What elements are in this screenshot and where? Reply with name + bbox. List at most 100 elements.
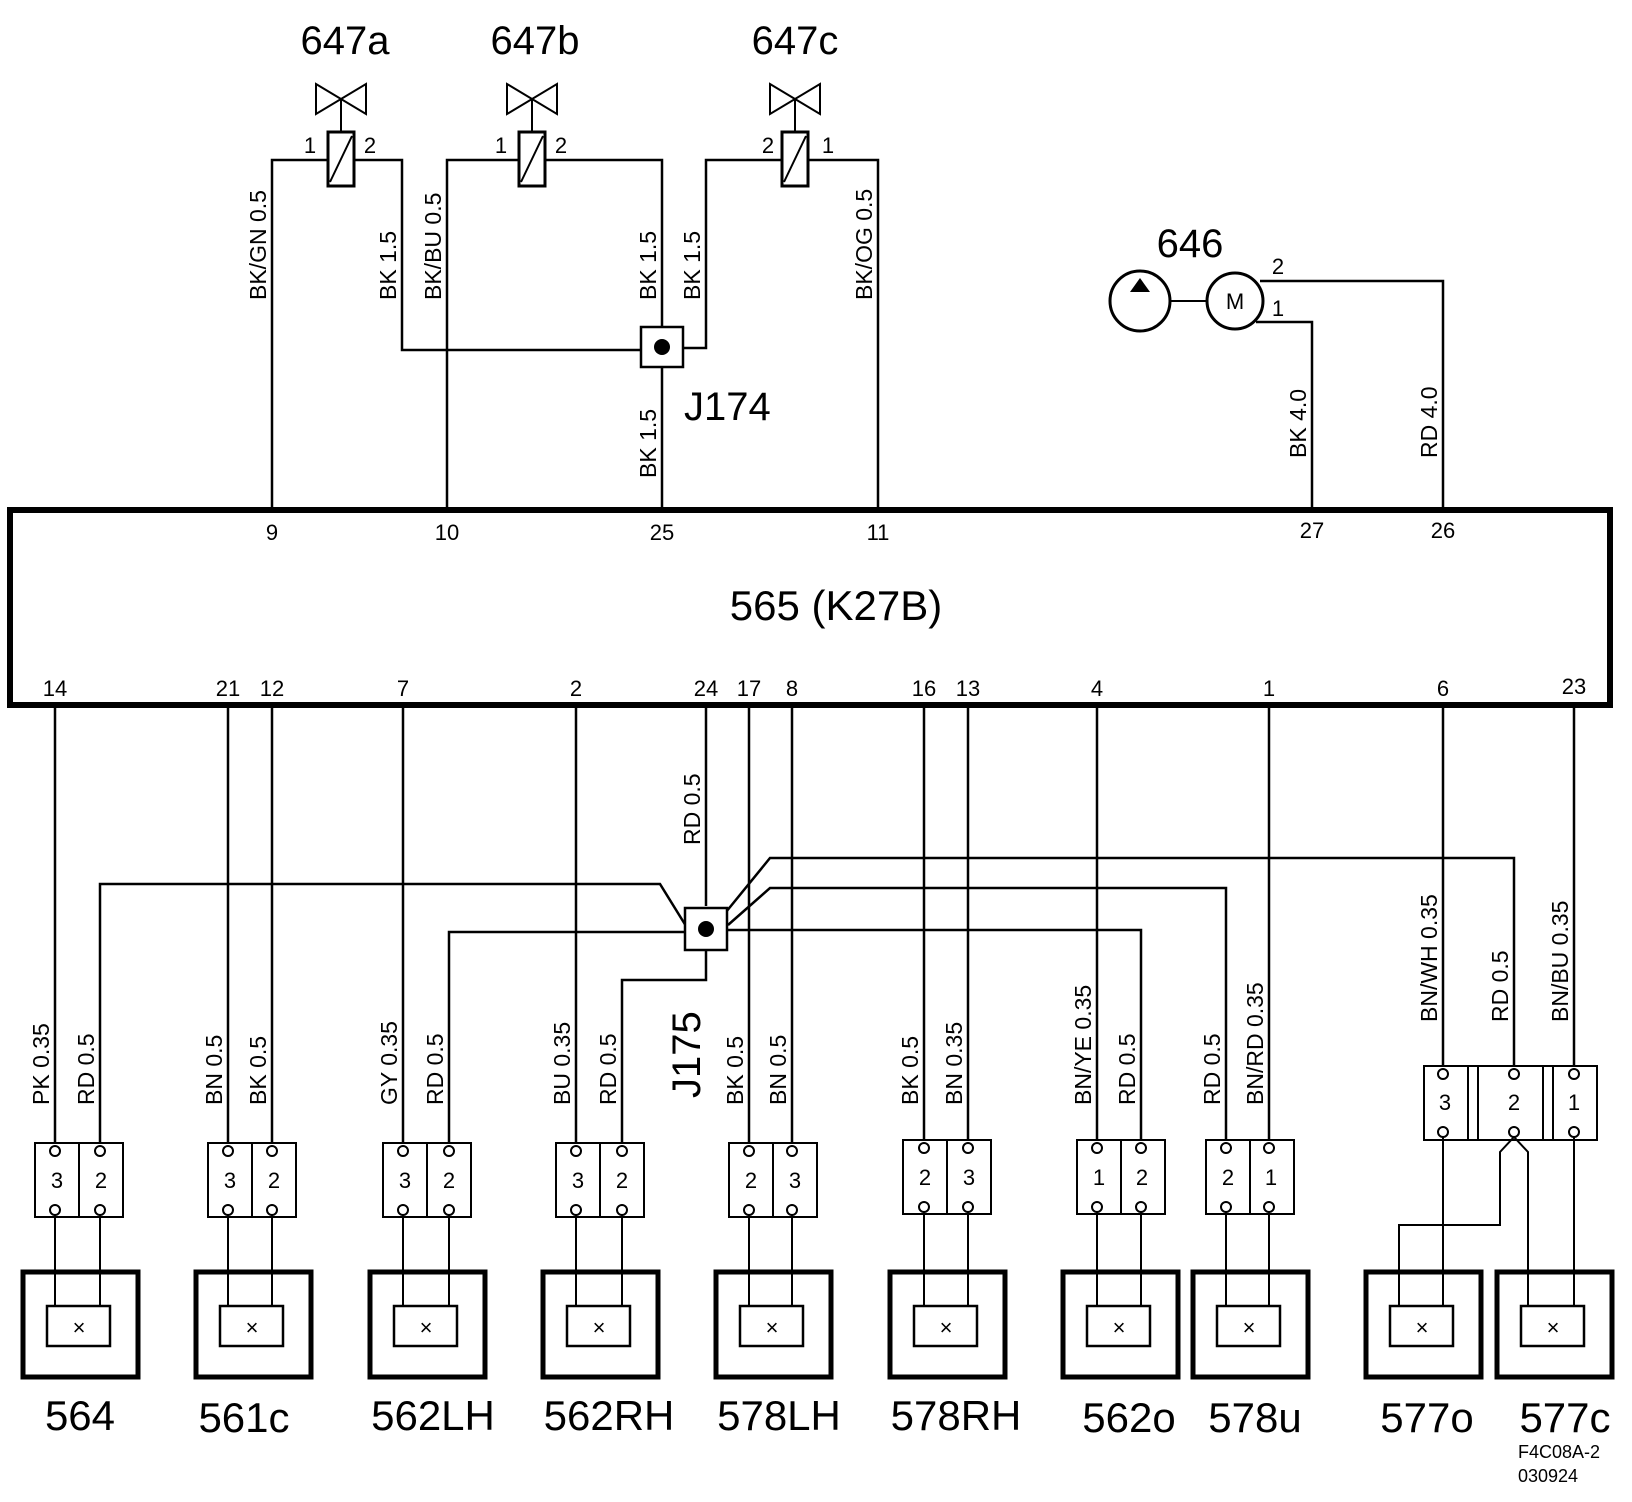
valve-symbol [506, 82, 558, 116]
connector-pin: 3 [1439, 1090, 1451, 1115]
sensor-wiring [54, 1136, 1575, 1312]
wire-label: BU 0.35 [549, 1022, 575, 1105]
motor-pin-1: 1 [1272, 296, 1284, 321]
ecu-pin: 13 [956, 676, 980, 701]
valve-symbol [769, 82, 821, 116]
ecu-pin: 1 [1263, 676, 1275, 701]
wire-label: BN/YE 0.35 [1070, 985, 1096, 1105]
valve-pin-2: 2 [762, 133, 774, 158]
sensor-label: 577c [1519, 1394, 1610, 1441]
ecu-pin: 23 [1562, 674, 1586, 699]
ecu-pin: 14 [43, 676, 67, 701]
sensor-562o: × 562o [1060, 1269, 1181, 1441]
connector: 3 2 [382, 1142, 472, 1218]
ecu-pin: 7 [397, 676, 409, 701]
connector: 2 3 [728, 1142, 818, 1218]
ecu-pin: 27 [1300, 518, 1324, 543]
motor-symbol [1205, 271, 1265, 331]
ecu-pin: 26 [1431, 518, 1455, 543]
sensor-symbol: × [766, 1315, 779, 1340]
wire-label: BK 1.5 [635, 409, 661, 478]
sensor-label: 577o [1380, 1394, 1473, 1441]
ecu-bottom-pins: 14 21 12 7 2 24 17 8 16 13 4 1 6 23 [43, 674, 1586, 701]
connector-pin: 3 [224, 1168, 236, 1193]
wire-label: RD 0.5 [73, 1033, 99, 1105]
connector-pin: 2 [95, 1168, 107, 1193]
wire-label: RD 4.0 [1416, 386, 1442, 458]
sensor-symbol: × [1113, 1315, 1126, 1340]
connector: 3 2 [207, 1142, 297, 1218]
wire-label: BN 0.5 [765, 1035, 791, 1105]
pump-646: 646 M 2 1 [1108, 222, 1445, 507]
pump-label: 646 [1157, 222, 1224, 266]
sensor-label: 564 [45, 1392, 115, 1439]
valve-pin-1: 1 [822, 133, 834, 158]
wire-label: BN 0.5 [201, 1035, 227, 1105]
valve-pin-2: 2 [555, 133, 567, 158]
sensor-561c: × 561c [193, 1269, 314, 1441]
wire-label: RD 0.5 [1114, 1033, 1140, 1105]
sensor-symbol: × [1243, 1315, 1256, 1340]
ecu-pin: 4 [1091, 676, 1103, 701]
wire-label: BK 4.0 [1285, 389, 1311, 458]
sensor-label: 578LH [717, 1392, 841, 1439]
connector-pin: 2 [919, 1165, 931, 1190]
sensor-label: 561c [198, 1394, 289, 1441]
ecu-label: 565 (K27B) [730, 582, 942, 629]
connector-pin: 2 [1136, 1165, 1148, 1190]
ecu-pin: 21 [216, 676, 240, 701]
wire-label: BN/WH 0.35 [1416, 894, 1442, 1022]
junction-label: J174 [684, 385, 771, 429]
connector-pin: 2 [616, 1168, 628, 1193]
drawing-code: F4C08A-2 [1518, 1442, 1600, 1462]
connector-pin: 3 [572, 1168, 584, 1193]
connector: 2 3 [902, 1139, 992, 1215]
ecu-pin: 12 [260, 676, 284, 701]
sensor-symbol: × [940, 1315, 953, 1340]
sensor-symbol: × [1416, 1315, 1429, 1340]
bottom-wiring [53, 703, 1576, 1143]
sensor-label: 562LH [371, 1392, 495, 1439]
sensor-label: 562RH [544, 1392, 675, 1439]
sensor-symbol: × [1547, 1315, 1560, 1340]
top-wiring [270, 158, 880, 507]
ecu-top-pins: 9 10 25 11 27 26 [266, 518, 1455, 545]
wire-label: BK 0.5 [897, 1036, 923, 1105]
wire-label: GY 0.35 [376, 1021, 402, 1105]
junction-j175: J175 [665, 906, 729, 1098]
valve-647a: 647a 1 2 [301, 19, 390, 188]
sensor-symbol: × [246, 1315, 259, 1340]
sensor-578u: × 578u [1190, 1269, 1311, 1441]
connector-pin: 3 [963, 1165, 975, 1190]
valve-pin-1: 1 [495, 133, 507, 158]
valve-647c: 647c 2 1 [752, 19, 839, 188]
connector-pin: 3 [51, 1168, 63, 1193]
valve-pin-1: 1 [304, 133, 316, 158]
wire-label: BK 1.5 [375, 231, 401, 300]
ecu-pin: 25 [650, 520, 674, 545]
connector-pin: 3 [399, 1168, 411, 1193]
ecu-pin: 8 [786, 676, 798, 701]
connector-pin: 2 [268, 1168, 280, 1193]
valve-label: 647c [752, 19, 839, 63]
connector: 3 2 [555, 1142, 645, 1218]
sensor-symbol: × [420, 1315, 433, 1340]
ecu-pin: 16 [912, 676, 936, 701]
wire-label: PK 0.35 [28, 1023, 54, 1105]
drawing-date: 030924 [1518, 1466, 1578, 1486]
connector-3pin: 3 2 1 [1423, 1065, 1598, 1141]
valve-pin-2: 2 [364, 133, 376, 158]
ecu-pin: 2 [570, 676, 582, 701]
junction-label: J175 [665, 1011, 709, 1098]
wire-label: BK/BU 0.5 [420, 193, 446, 300]
wire-label: BK/GN 0.5 [245, 190, 271, 300]
valve-label: 647b [491, 19, 580, 63]
wire-label: RD 0.5 [595, 1033, 621, 1105]
sensor-562rh: × 562RH [540, 1269, 675, 1439]
top-wire-labels: BK/GN 0.5 BK 1.5 BK/BU 0.5 BK 1.5 BK 1.5… [245, 189, 1442, 478]
ecu-pin: 6 [1437, 676, 1449, 701]
connector-pin: 2 [745, 1168, 757, 1193]
wire-label: RD 0.5 [422, 1033, 448, 1105]
connector: 1 2 [1076, 1139, 1166, 1215]
